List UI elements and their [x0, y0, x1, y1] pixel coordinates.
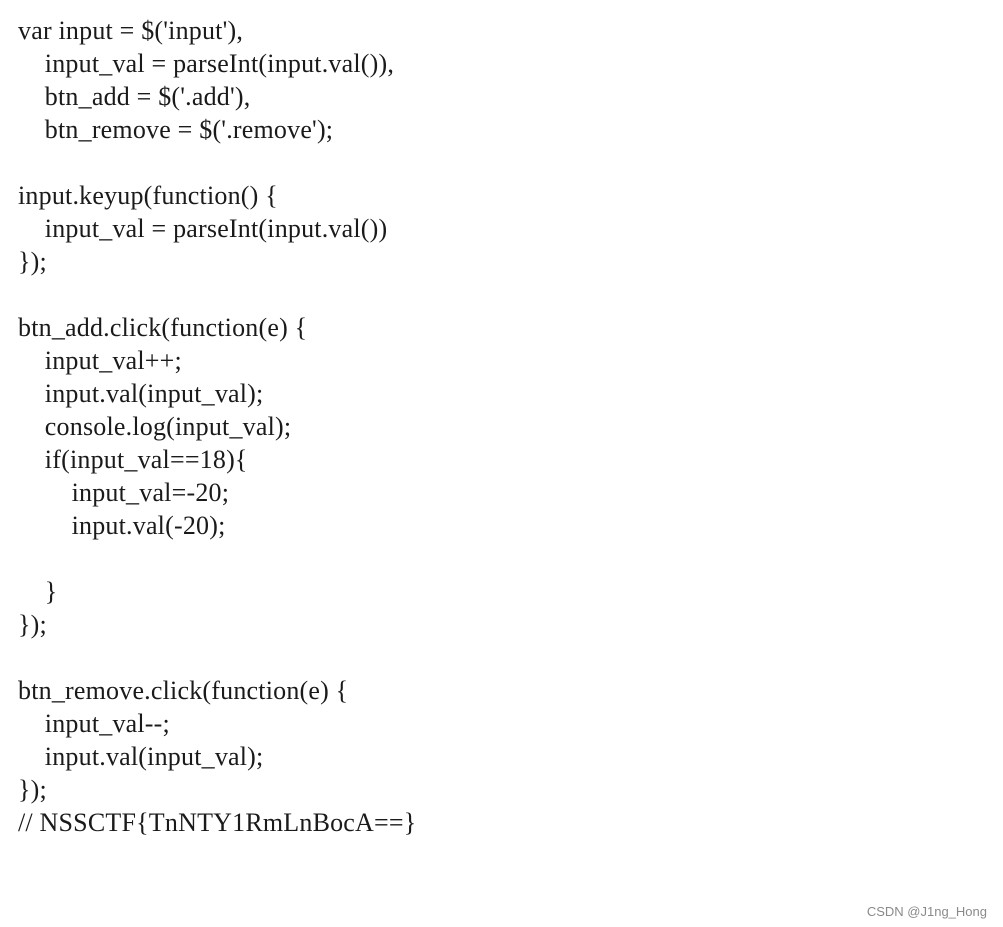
code-line: input_val=-20; — [18, 478, 230, 507]
code-line: btn_remove = $('.remove'); — [18, 115, 334, 144]
code-line: input.val(input_val); — [18, 379, 264, 408]
code-line — [18, 278, 416, 311]
code-line: }); — [18, 247, 47, 276]
watermark: CSDN @J1ng_Hong — [866, 904, 987, 919]
code-line: input_val--; — [18, 709, 170, 738]
code-line — [18, 146, 416, 179]
code-line: } — [18, 577, 58, 606]
code-line: var input = $('input'), — [18, 16, 244, 45]
code-line: btn_add = $('.add'), — [18, 82, 251, 111]
code-line: input_val = parseInt(input.val()), — [18, 49, 395, 78]
code-line — [18, 641, 416, 674]
code-line: // NSSCTF{TnNTY1RmLnBocA==} — [18, 808, 417, 837]
code-line: input_val = parseInt(input.val()) — [18, 214, 388, 243]
code-line: console.log(input_val); — [18, 412, 292, 441]
code-line: btn_remove.click(function(e) { — [18, 676, 349, 705]
code-line: input.val(-20); — [18, 511, 226, 540]
code-line: }); — [18, 775, 47, 804]
code-line: }); — [18, 610, 47, 639]
code-line: input.val(input_val); — [18, 742, 264, 771]
code-line: input_val++; — [18, 346, 182, 375]
code-line: if(input_val==18){ — [18, 445, 248, 474]
code-line: btn_add.click(function(e) { — [18, 313, 308, 342]
code-line — [18, 542, 416, 575]
code-block: var input = $('input'), input_val = pars… — [18, 14, 416, 839]
code-line: input.keyup(function() { — [18, 181, 278, 210]
